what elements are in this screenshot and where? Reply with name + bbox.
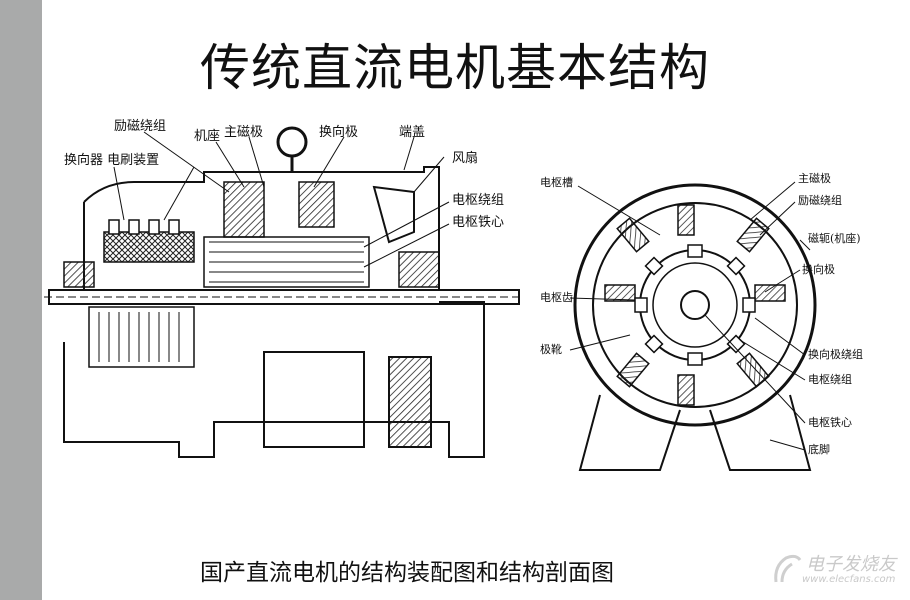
slide-title: 传统直流电机基本结构	[200, 39, 710, 97]
label-main-pole-section: 主磁极	[798, 171, 831, 185]
label-fan: 风扇	[452, 150, 478, 166]
label-yoke: 磁轭(机座)	[808, 231, 861, 245]
label-field-winding-section: 励磁绕组	[798, 193, 842, 207]
label-armature-core-section: 电枢铁心	[808, 415, 852, 429]
label-armature-core: 电枢铁心	[452, 215, 504, 230]
label-armature-slot: 电枢槽	[540, 175, 573, 189]
label-pole-shoe: 极靴	[540, 342, 562, 356]
label-base: 底脚	[808, 442, 830, 456]
label-armature-winding-section: 电枢绕组	[808, 372, 852, 386]
label-commutating-winding: 换向极绕组	[808, 347, 863, 361]
watermark-logo-icon	[774, 554, 802, 583]
label-main-pole: 主磁极	[224, 125, 263, 140]
label-field-winding: 励磁绕组	[114, 119, 166, 134]
left-sidebar-bar	[0, 0, 42, 600]
watermark-url: www.elecfans.com	[802, 574, 896, 585]
figure-caption: 国产直流电机的结构装配图和结构剖面图	[200, 560, 614, 586]
label-commutator-brush: 换向器 电刷装置	[64, 152, 159, 168]
cross-section-drawing: 电枢槽 主磁极 励磁绕组 磁轭(机座) 换向极 电枢齿 极靴 换向极绕组 电枢绕…	[540, 171, 863, 471]
label-armature-winding: 电枢绕组	[452, 193, 504, 208]
label-commutating-pole: 换向极	[319, 124, 358, 140]
label-commutating-pole-section: 换向极	[802, 262, 835, 276]
label-armature-tooth: 电枢齿	[540, 290, 573, 304]
watermark: 电子发烧友 www.elecfans.com	[772, 548, 904, 592]
watermark-name: 电子发烧友	[806, 554, 896, 575]
assembly-drawing: 励磁绕组 机座 主磁极 换向极 端盖 换向器 电刷装置 风扇 电枢绕组 电枢铁心	[44, 112, 534, 482]
label-end-cover: 端盖	[399, 125, 425, 140]
label-frame: 机座	[194, 129, 220, 144]
